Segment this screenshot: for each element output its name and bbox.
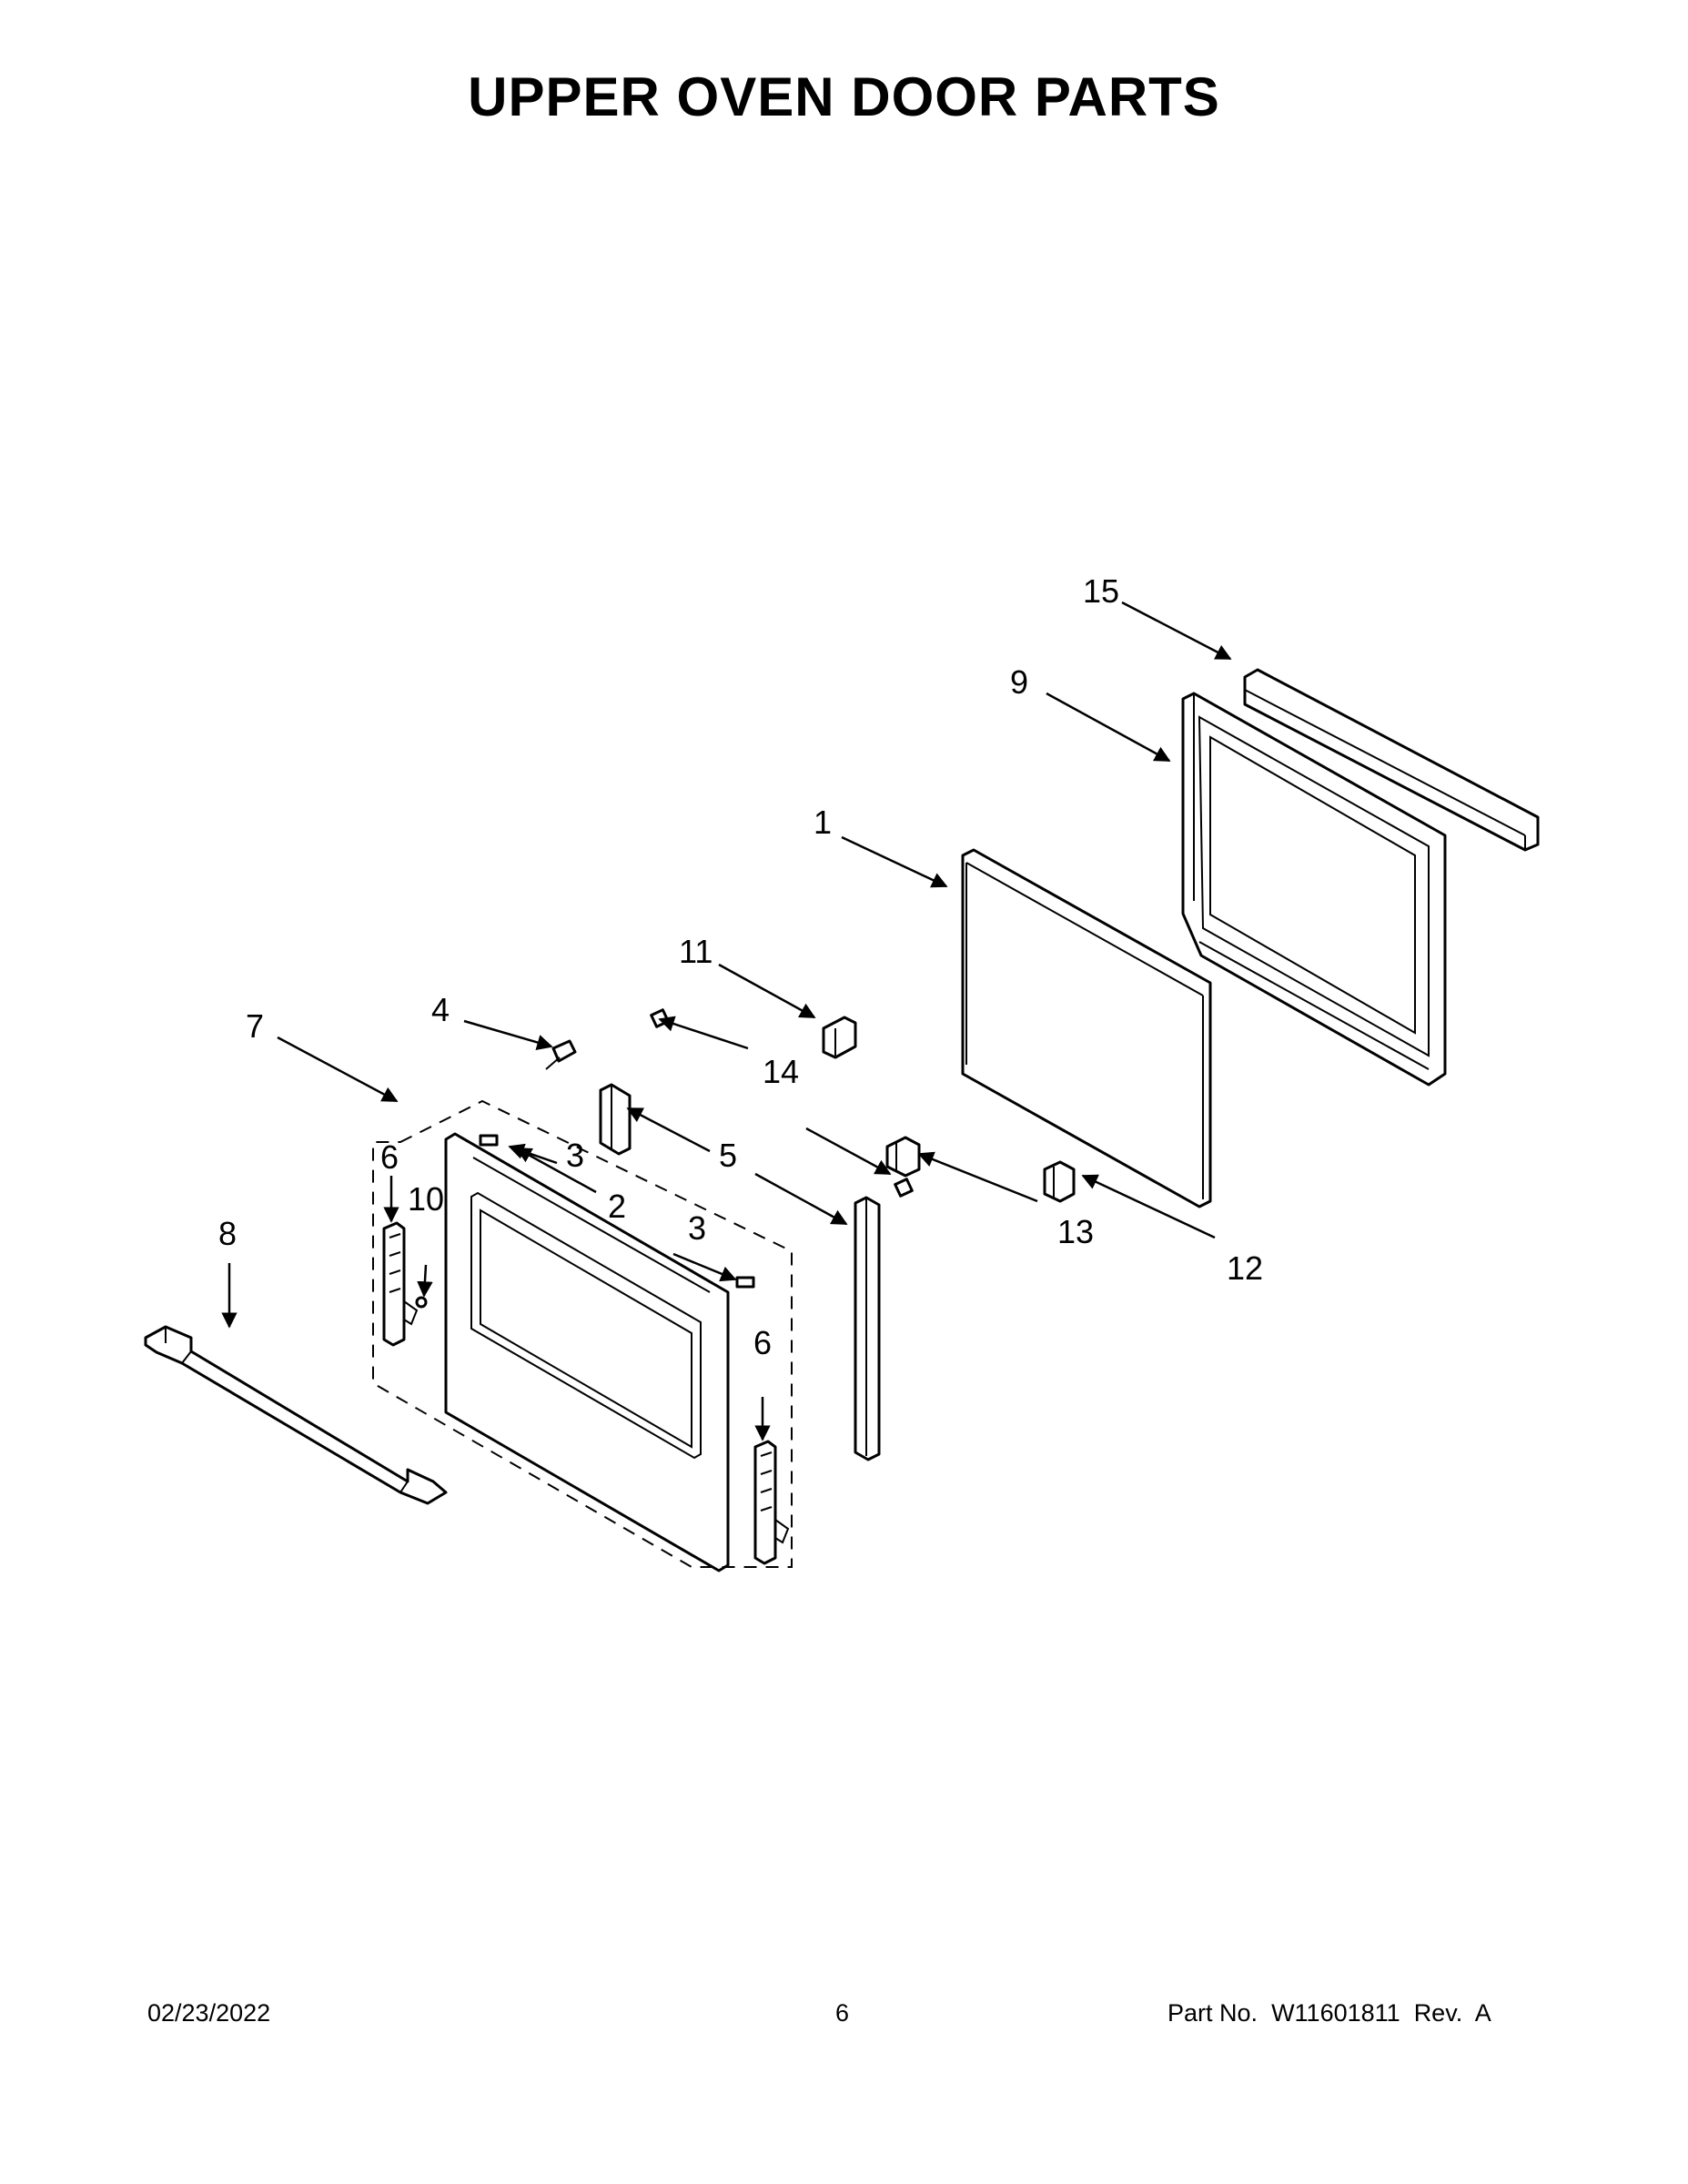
callout-13: 13 [1057, 1213, 1094, 1250]
part-6-hinge-right [753, 1440, 790, 1565]
callout-15: 15 [1083, 572, 1119, 610]
callout-8: 8 [218, 1215, 237, 1252]
page-title: UPPER OVEN DOOR PARTS [468, 66, 1220, 127]
part-14-spacer-top [650, 1008, 670, 1028]
part-3-shim-right [735, 1276, 755, 1289]
footer-part-number: Part No. W11601811 Rev. A [1167, 1999, 1491, 2027]
part-13-clip [885, 1136, 921, 1178]
part-1-glass-pane [961, 848, 1212, 1208]
callout-1: 1 [814, 804, 832, 841]
callout-3-left: 3 [566, 1137, 584, 1174]
part-14-spacer-bottom [894, 1178, 914, 1198]
part-9-inner-panel [1181, 692, 1447, 1087]
callout-4: 4 [431, 991, 450, 1028]
callout-11: 11 [679, 933, 713, 970]
callout-7: 7 [246, 1007, 264, 1045]
part-6-hinge-left [382, 1221, 419, 1347]
revision: Rev. A [1413, 1999, 1491, 2027]
part-2-outer-door [444, 1132, 730, 1572]
part-15-top-trim [1243, 668, 1540, 852]
callout-10: 10 [408, 1180, 444, 1218]
callout-12: 12 [1227, 1249, 1263, 1287]
callout-3-right: 3 [688, 1209, 706, 1247]
callout-9: 9 [1010, 663, 1028, 701]
footer-page-number: 6 [835, 1999, 850, 2027]
part-12-clip [1043, 1160, 1076, 1203]
part-11-bracket [822, 1016, 857, 1059]
part-3-shim-left [479, 1134, 499, 1147]
part-8-handle [144, 1325, 448, 1505]
part-4-screw [545, 1039, 577, 1070]
footer-date: 02/23/2022 [147, 1999, 271, 2027]
part-number-label: Part No. [1167, 1999, 1258, 2027]
door-assembly-dashed-outline [372, 1099, 793, 1568]
callout-5: 5 [719, 1137, 737, 1174]
callout-2: 2 [608, 1188, 626, 1225]
part-5-channel-right [854, 1196, 881, 1461]
callout-6-left: 6 [380, 1138, 399, 1176]
part-5-channel-left [599, 1083, 632, 1156]
callout-6-right: 6 [753, 1324, 772, 1361]
part-number-value: W11601811 [1271, 1999, 1400, 2027]
callout-14: 14 [763, 1053, 799, 1090]
part-10-screw [415, 1296, 428, 1309]
